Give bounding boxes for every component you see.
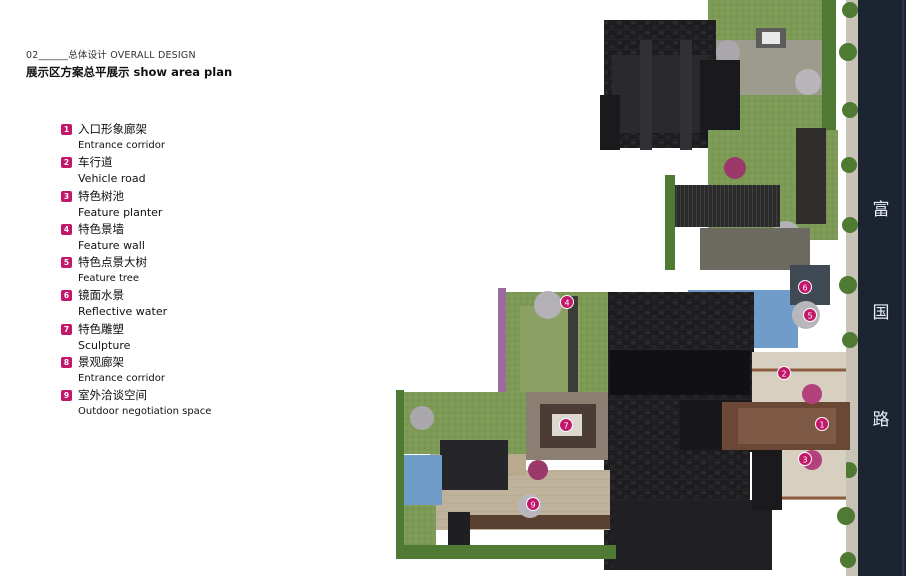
legend-number-badge: 8 (61, 357, 72, 369)
legend-label-cn: 特色雕塑 (78, 321, 124, 336)
plan-marker: 9 (526, 497, 540, 511)
legend-number-badge: 1 (61, 124, 72, 135)
legend-item: 2 车行道 Vehicle road (61, 154, 281, 187)
svg-text:2: 2 (781, 370, 786, 379)
legend-item: 1 入口形象廊架 Entrance corridor (61, 121, 281, 154)
feature-tree (534, 291, 562, 319)
plan-marker: 6 (798, 280, 812, 294)
svg-text:7: 7 (563, 422, 568, 431)
legend-number-badge: 7 (61, 323, 72, 335)
legend-label-cn: 车行道 (78, 155, 113, 170)
svg-text:5: 5 (807, 312, 812, 321)
legend-label-en: Feature planter (78, 205, 163, 219)
plan-marker: 4 (560, 295, 574, 309)
legend-label-en: Reflective water (78, 305, 168, 319)
legend-label-en: Vehicle road (78, 172, 146, 186)
legend-label-en: Outdoor negotiation space (78, 406, 212, 418)
road (856, 0, 906, 576)
svg-text:4: 4 (564, 299, 569, 308)
plan-marker: 3 (798, 452, 812, 466)
legend-number-badge: 3 (61, 190, 72, 202)
page-title: 展示区方案总平展示 show area plan (26, 65, 233, 79)
residential-building-north (600, 20, 740, 150)
header-code: 02______总体设计 OVERALL DESIGN (26, 50, 196, 61)
svg-text:3: 3 (802, 456, 807, 465)
legend-label-cn: 景观廊架 (78, 355, 124, 370)
svg-text:6: 6 (802, 284, 807, 293)
plan-marker: 7 (559, 418, 573, 432)
legend-label-cn: 特色树池 (78, 188, 124, 203)
svg-text:9: 9 (530, 501, 535, 510)
legend-label-en: Entrance corridor (78, 373, 166, 385)
legend-label-cn: 特色景墙 (78, 221, 124, 236)
legend-item: 5 特色点景大树 Feature tree (61, 254, 281, 287)
legend-label-cn: 特色点景大树 (78, 255, 147, 270)
road-name-char: 国 (873, 303, 890, 323)
legend-number-badge: 2 (61, 157, 72, 169)
legend-item: 8 景观廊架 Entrance corridor (61, 354, 281, 387)
legend-item: 9 室外洽谈空间 Outdoor negotiation space (61, 387, 281, 420)
legend-label-en: Feature tree (78, 273, 140, 285)
residential-building-south (604, 450, 782, 570)
legend-item: 4 特色景墙 Feature wall (61, 221, 281, 254)
legend-number-badge: 5 (61, 257, 72, 269)
west-pavilion (440, 440, 508, 490)
legend-number-badge: 9 (61, 390, 72, 402)
pergola (672, 185, 780, 227)
svg-text:1: 1 (819, 421, 824, 430)
feature-tree (716, 40, 740, 64)
legend-item: 7 特色雕塑 Sculpture (61, 321, 281, 354)
pavilion (700, 228, 810, 270)
flowering-shrub (528, 460, 548, 480)
road-name-char: 路 (873, 410, 890, 430)
legend-label-cn: 入口形象廊架 (78, 122, 147, 136)
feature-tree (410, 406, 434, 430)
legend-label-en: Feature wall (78, 238, 145, 252)
legend-label-en: Sculpture (78, 338, 131, 352)
legend-label-cn: 镜面水景 (78, 288, 124, 303)
feature-tree (795, 69, 821, 95)
west-water (400, 455, 442, 505)
legend-number-badge: 4 (61, 223, 72, 235)
plan-marker: 5 (803, 308, 817, 322)
legend: 1 入口形象廊架 Entrance corridor 2 车行道 Vehicle… (61, 121, 281, 421)
legend-item: 6 镜面水景 Reflective water (61, 287, 281, 320)
flowering-shrub (724, 157, 746, 179)
flowering-shrub (802, 384, 822, 404)
legend-label-cn: 室外洽谈空间 (78, 388, 147, 403)
road-name-char: 富 (873, 200, 890, 220)
street-trees (837, 2, 858, 568)
legend-label-en: Entrance corridor (78, 140, 166, 151)
plan-marker: 2 (777, 366, 791, 380)
plan-marker: 1 (815, 417, 829, 431)
legend-item: 3 特色树池 Feature planter (61, 188, 281, 221)
legend-number-badge: 6 (61, 290, 72, 302)
